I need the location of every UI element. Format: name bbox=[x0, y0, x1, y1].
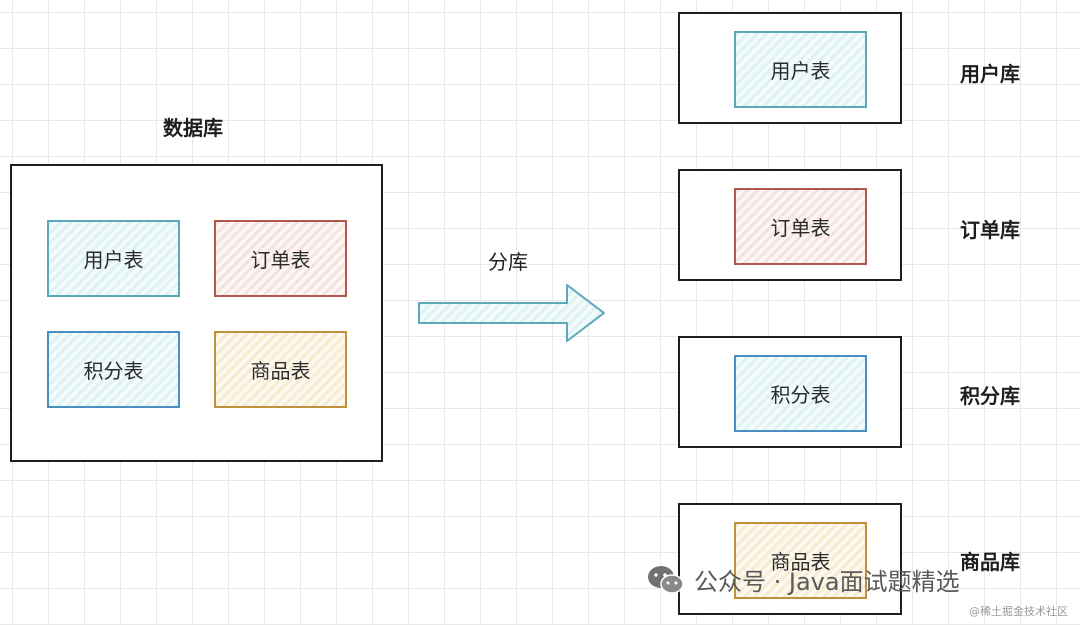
target-table-goods: 商品表 bbox=[734, 522, 867, 599]
source-table-points: 积分表 bbox=[47, 331, 180, 408]
target-table-order: 订单表 bbox=[734, 188, 867, 265]
target-db-label-user: 用户库 bbox=[960, 62, 1020, 86]
wechat-icon bbox=[648, 565, 684, 594]
arrow-label: 分库 bbox=[488, 250, 528, 274]
source-db-title: 数据库 bbox=[163, 116, 223, 140]
target-db-label-goods: 商品库 bbox=[960, 550, 1020, 574]
small-watermark: @稀土掘金技术社区 bbox=[969, 605, 1068, 618]
source-table-goods: 商品表 bbox=[214, 331, 347, 408]
target-table-user: 用户表 bbox=[734, 31, 867, 108]
source-db-box: 用户表 订单表 积分表 商品表 bbox=[10, 164, 383, 462]
target-table-points: 积分表 bbox=[734, 355, 867, 432]
source-table-user: 用户表 bbox=[47, 220, 180, 297]
target-db-box-order: 订单表 bbox=[678, 169, 902, 281]
target-db-box-points: 积分表 bbox=[678, 336, 902, 448]
watermark: 公众号 · Java面试题精选 bbox=[646, 562, 960, 597]
watermark-text: 公众号 · Java面试题精选 bbox=[694, 568, 960, 596]
target-db-label-points: 积分库 bbox=[960, 384, 1020, 408]
target-db-box-goods: 商品表 bbox=[678, 503, 902, 615]
source-table-order: 订单表 bbox=[214, 220, 347, 297]
target-db-label-order: 订单库 bbox=[960, 218, 1020, 242]
target-db-box-user: 用户表 bbox=[678, 12, 902, 124]
